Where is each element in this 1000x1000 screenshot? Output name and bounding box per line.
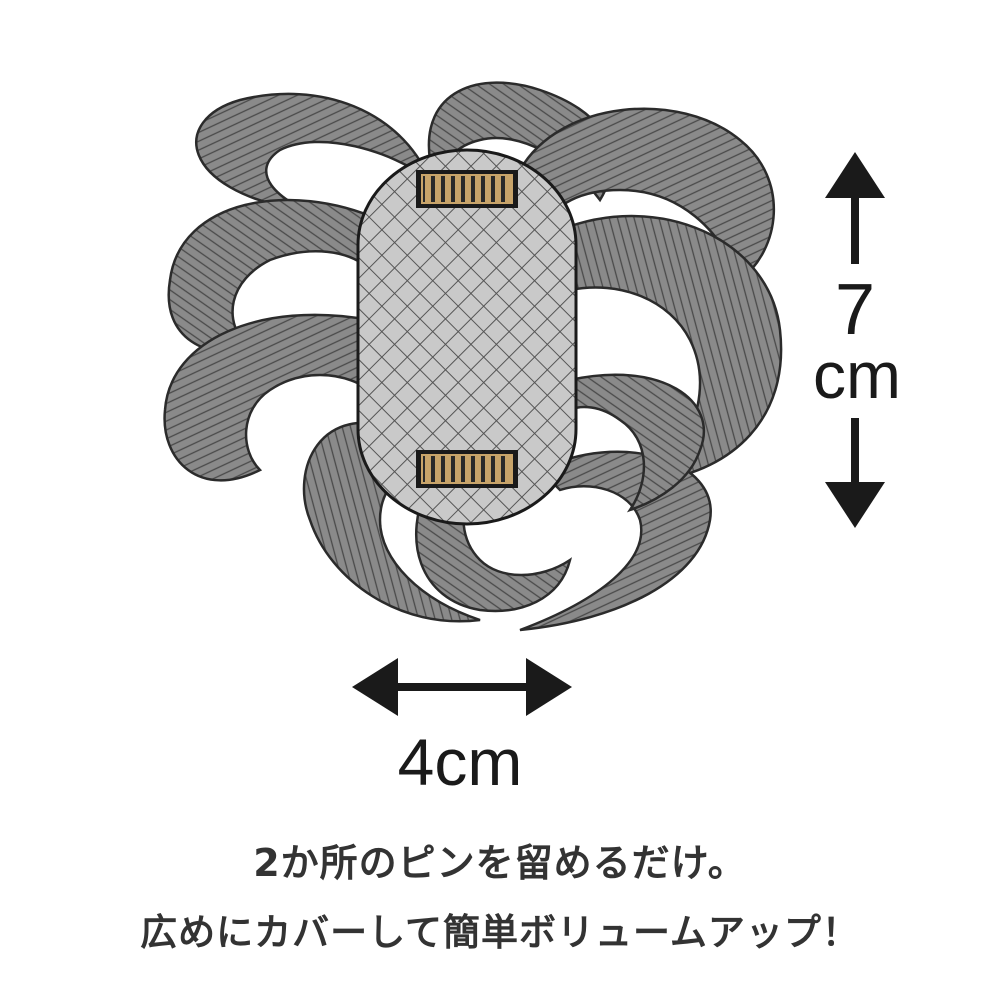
net-base [356, 148, 578, 526]
top-clip [416, 170, 518, 208]
hair-curl [518, 107, 775, 282]
height-arrow [825, 152, 885, 528]
hair-curl [163, 313, 372, 482]
hair-curl [558, 214, 783, 482]
caption-line-1: 2か所のピンを留めるだけ。 [253, 841, 747, 885]
hair-curl [302, 421, 481, 623]
hair-curl [195, 92, 433, 222]
arrow-left-head [352, 658, 398, 716]
caption-line-2: 広めにカバーして簡単ボリュームアップ！ [140, 911, 860, 954]
arrow-up-head [825, 152, 885, 198]
arrow-right-head [526, 658, 572, 716]
arrow-down-head [825, 482, 885, 528]
width-arrow [352, 658, 572, 716]
hair-curl [568, 373, 706, 513]
height-unit: cm [813, 338, 901, 412]
bottom-clip [416, 450, 518, 488]
width-label: 4cm [398, 725, 523, 799]
height-number: 7 [835, 270, 875, 350]
